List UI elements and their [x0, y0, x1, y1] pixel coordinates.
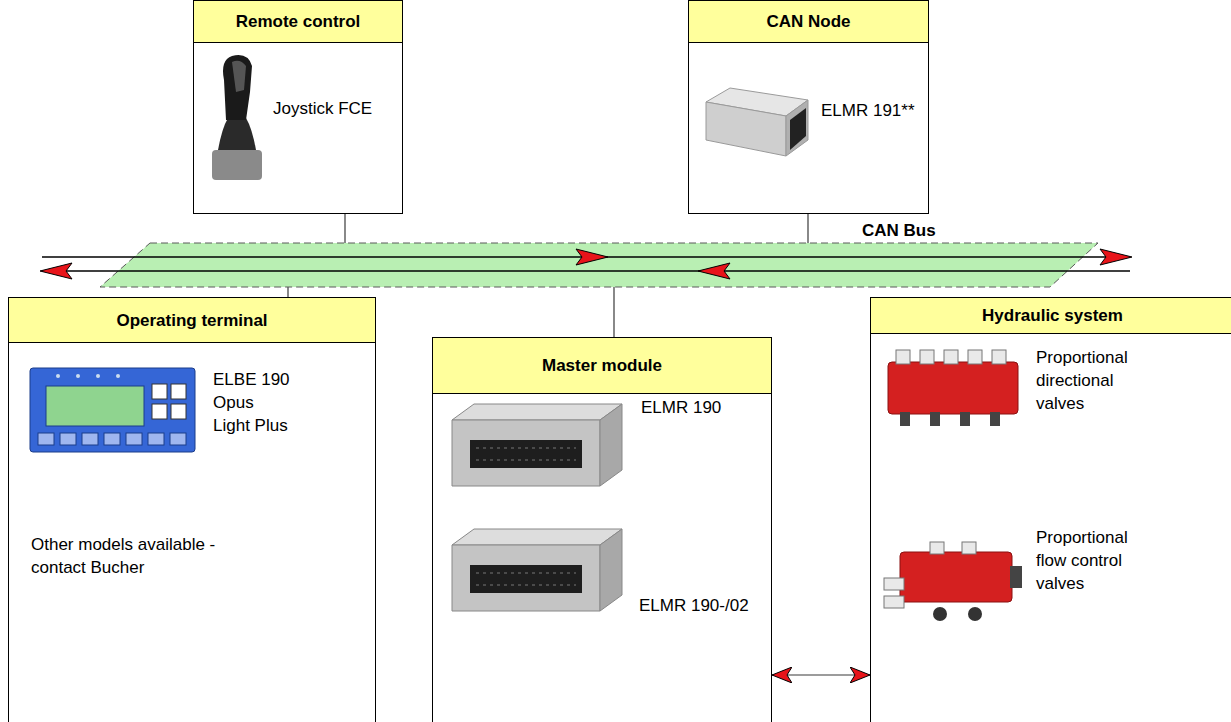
box-heading: Remote control [194, 1, 402, 43]
device-box: Remote controlJoystick FCE [193, 0, 403, 214]
joystick-highlight [232, 61, 246, 92]
box-label: ELMR 190 [641, 396, 761, 419]
module-front [452, 420, 600, 486]
box-label: Proportional flow control valves [1036, 526, 1154, 595]
module-top [452, 404, 622, 420]
ecu-side [786, 100, 808, 156]
joystick-grip [223, 55, 252, 120]
module-front [452, 545, 600, 611]
valve-spool [1010, 566, 1022, 588]
connector-pins [476, 573, 576, 574]
terminal-key [170, 433, 186, 445]
box-label: Joystick FCE [273, 97, 395, 120]
ecu-picture [706, 88, 808, 156]
connector-pins [476, 460, 576, 461]
device-box: Master moduleELMR 190ELMR 190-/02 [432, 337, 772, 722]
valve-spool [990, 412, 1000, 426]
valve-knob [933, 607, 947, 621]
box-label: ELMR 191** [821, 99, 921, 122]
valve-block [888, 362, 1018, 414]
module-side [600, 529, 622, 611]
valve-spool [930, 412, 940, 426]
terminal-key [152, 384, 167, 399]
bus-band: CAN Bus [100, 243, 1098, 287]
valve-cap [884, 578, 904, 590]
device-box: CAN NodeELMR 191** [688, 0, 929, 214]
valve-cap [962, 542, 976, 554]
joystick-picture [212, 55, 262, 180]
valve-spool [960, 412, 970, 426]
terminal-key [38, 433, 54, 445]
connector [807, 214, 808, 243]
connector [613, 287, 614, 337]
valve-cap [944, 350, 958, 364]
module-connector [470, 440, 582, 468]
module-top [452, 529, 622, 545]
terminal-screen [46, 386, 144, 426]
module-side [600, 404, 622, 486]
terminal-key [60, 433, 76, 445]
terminal-led [116, 374, 120, 378]
terminal-key [82, 433, 98, 445]
box-heading: CAN Node [689, 1, 928, 43]
ecu-connector [790, 108, 806, 150]
device-box: Hydraulic systemProportional directional… [870, 297, 1231, 722]
box-label: ELBE 190 Opus Light Plus [213, 368, 293, 437]
bus-band-fill [100, 243, 1098, 287]
valve-cap [992, 350, 1006, 364]
flow-valve-picture [884, 542, 1022, 621]
box-heading: Master module [433, 338, 771, 394]
valve-cap [896, 350, 910, 364]
box-label: Other models available - contact Bucher [31, 533, 246, 579]
terminal-key [104, 433, 120, 445]
connector [287, 287, 288, 297]
valve-cap [930, 542, 944, 554]
joystick-boot [218, 118, 256, 150]
joystick-base [212, 150, 262, 180]
bus-shape [100, 243, 1098, 287]
ecu-front [706, 102, 786, 156]
terminal-key [126, 433, 142, 445]
module-connector [470, 565, 582, 593]
bus-arrowhead [698, 263, 730, 279]
connector [772, 674, 870, 675]
terminal-body [30, 368, 195, 452]
bus-arrowhead [1100, 249, 1132, 265]
box-heading: Operating terminal [9, 298, 375, 343]
box-label: ELMR 190-/02 [639, 594, 764, 617]
terminal-key [171, 384, 186, 399]
terminal-led [76, 374, 80, 378]
bus-line [42, 270, 1130, 272]
module-picture [452, 404, 622, 486]
bus-arrowhead [40, 263, 72, 279]
valve-knob [968, 607, 982, 621]
terminal-led [96, 374, 100, 378]
connector [344, 214, 345, 243]
connector-pins [476, 585, 576, 586]
connector-pins [476, 448, 576, 449]
terminal-picture [30, 368, 195, 452]
terminal-key [171, 404, 186, 419]
valve-cap [920, 350, 934, 364]
device-box: Operating terminalELBE 190 Opus Light Pl… [8, 297, 376, 722]
terminal-key [148, 433, 164, 445]
directional-valve-picture [888, 350, 1018, 426]
bus-label: CAN Bus [862, 219, 972, 242]
box-heading: Hydraulic system [871, 298, 1231, 334]
terminal-led [56, 374, 60, 378]
valve-block [900, 552, 1012, 602]
valve-spool [900, 412, 910, 426]
module-picture [452, 529, 622, 611]
box-label: Proportional directional valves [1036, 346, 1154, 415]
valve-cap [884, 596, 904, 608]
valve-cap [968, 350, 982, 364]
terminal-key [152, 404, 167, 419]
bus-arrowhead [576, 249, 608, 265]
